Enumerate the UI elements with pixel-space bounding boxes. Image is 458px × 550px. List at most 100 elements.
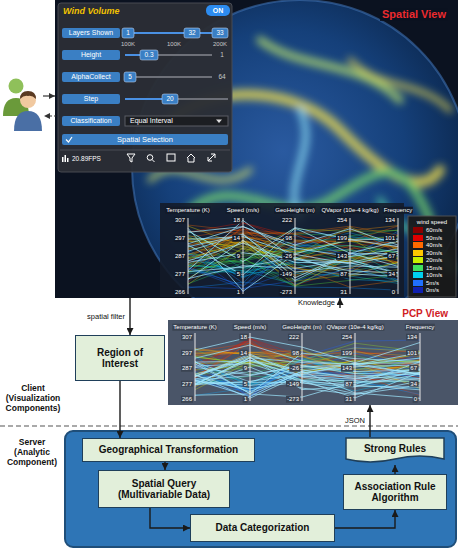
node-text: Strong Rules [364, 443, 426, 455]
node-text: Geographical Transformation [99, 444, 238, 456]
document-box: Strong Rules [345, 437, 445, 465]
node-text: PCP View [402, 308, 448, 320]
axis-tick: 87 [344, 380, 353, 387]
edge-label: JSON [344, 417, 366, 425]
axis-tick: 287 [181, 365, 193, 372]
slider-handle [124, 72, 136, 82]
control-panel: Wind Volume [58, 3, 232, 172]
axis-tick: 222 [288, 334, 300, 341]
node-text: Region of Interest [79, 347, 161, 370]
axis-tick: 101 [406, 349, 418, 356]
slider-handle [162, 94, 178, 104]
axis-tick: 199 [341, 349, 353, 356]
control-label: 20.89FPS [72, 155, 101, 162]
connector [119, 381, 120, 438]
slider-handles [122, 28, 228, 104]
pcp-axis [250, 333, 251, 401]
control-label: ON [213, 7, 224, 15]
axis-tick: 199 [336, 235, 348, 242]
pcp-selected-polyline [188, 234, 398, 278]
slider-handle [184, 28, 200, 38]
pcp-selected-polyline [195, 381, 420, 394]
pcp-polyline [188, 236, 398, 269]
axis-header: QVapor (10e-4 kg/kg) [320, 207, 379, 214]
legend-swatch [413, 242, 423, 248]
slider-label-button [62, 28, 120, 38]
axis-tick: -26 [289, 365, 300, 372]
slider-handle [212, 28, 228, 38]
control-label: Layers Shown [69, 29, 113, 37]
expand-icon [208, 154, 215, 161]
user-body [14, 111, 42, 131]
legend-swatch [413, 287, 423, 293]
pcp-axis [350, 218, 351, 294]
pcp-selected-polyline [195, 361, 420, 382]
control-label: 32 [188, 29, 195, 36]
control-label: 33 [216, 29, 223, 36]
search-icon [147, 155, 153, 161]
axis-tick: 297 [181, 349, 193, 356]
axis-tick: 9 [236, 253, 241, 260]
pcp-polyline [195, 342, 420, 395]
slider-handle [140, 50, 158, 60]
axis-tick: 143 [336, 253, 348, 260]
search-icon-handle [152, 160, 155, 163]
axis-tick: 266 [174, 289, 186, 296]
pcp-selected-polyline [188, 235, 398, 272]
axis-tick: 18 [232, 217, 241, 224]
filter-icon [127, 154, 135, 162]
process-box: Spatial Query (Multivariable Data) [98, 470, 230, 508]
axis-tick: -273 [286, 396, 300, 403]
connector [335, 510, 395, 528]
pcp-axis [302, 333, 303, 401]
client-server-separator [0, 425, 458, 426]
axis-tick: 143 [341, 365, 353, 372]
axis-tick: 14 [239, 349, 248, 356]
feedback-arrow [44, 115, 56, 116]
legend-text: 20m/s [426, 257, 442, 264]
pcp-axes [188, 218, 398, 294]
axis-tick: 31 [344, 396, 353, 403]
axis-tick: 1 [236, 289, 241, 296]
node-text: Data Categorization [216, 522, 310, 534]
pcp-polyline [188, 230, 398, 283]
slider-tracks [125, 33, 228, 99]
pcp-polylines [188, 220, 398, 292]
legend-swatch [413, 257, 423, 263]
axis-tick: 14 [232, 235, 241, 242]
pcp-axis [420, 333, 421, 401]
axis-tick: 134 [406, 334, 418, 341]
control-label: Step [84, 95, 98, 103]
axis-tick: 1 [243, 396, 248, 403]
axis-tick: 254 [341, 334, 353, 341]
node-text: Server (Analytic Component) [0, 438, 64, 467]
axis-tick: 98 [284, 235, 293, 242]
axis-tick: 222 [281, 217, 293, 224]
axis-tick: 134 [384, 217, 396, 224]
toolbar-icons [127, 154, 215, 162]
axis-tick: 18 [239, 334, 248, 341]
toolbar-separator [60, 150, 230, 151]
axis-tick: -149 [286, 380, 300, 387]
pcp-selected-polyline [195, 371, 420, 386]
slider-track [125, 76, 212, 78]
axis-tick: 277 [181, 380, 193, 387]
slider-handle [122, 28, 134, 38]
connector [339, 298, 340, 308]
node-text: Wind Volume [63, 6, 120, 16]
process-box: Region of Interest [75, 335, 165, 381]
pcp-view-panel: PCP View [168, 308, 458, 405]
axis-header: GeoHeight (m) [274, 207, 315, 214]
user-head [9, 79, 24, 94]
pcp-selected-polyline [188, 220, 398, 272]
legend-text: 40m/s [426, 242, 442, 249]
control-panel-ground [58, 3, 232, 172]
axis-tick: 31 [339, 289, 348, 296]
legend-text: 0m/s [426, 287, 439, 294]
home-icon [187, 154, 195, 162]
control-label: AlphaCollect [71, 73, 110, 81]
legend-swatch [413, 265, 423, 271]
pcp-selected-polyline [195, 354, 420, 379]
pcp-polyline [188, 241, 398, 260]
user-hair [20, 91, 36, 99]
